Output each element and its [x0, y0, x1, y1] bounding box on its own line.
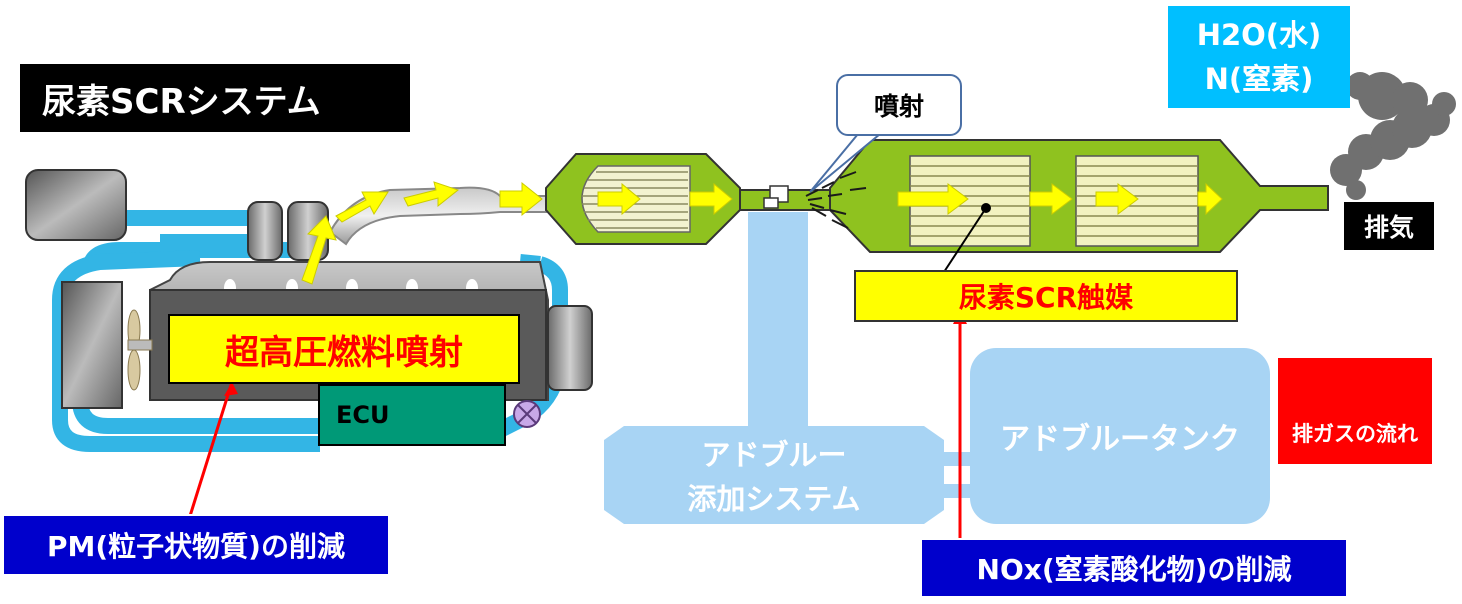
urea-injector-icon [763, 185, 789, 209]
exhaust-flow-arrows [301, 181, 1223, 285]
nox-reduction-label: NOx(窒素酸化物)の削減 [920, 538, 1348, 598]
adblue-tank: アドブルータンク [970, 348, 1270, 524]
diagram-title: 尿素SCRシステム [20, 64, 410, 132]
product-water-label: H2O(水) [1196, 18, 1322, 52]
adblue-feed-line [748, 212, 808, 432]
ecu-label: ECU [318, 384, 506, 446]
fuel-injection-label: 超高圧燃料噴射 [168, 314, 520, 384]
spray-callout: 噴射 [836, 74, 962, 136]
alternator [547, 305, 593, 391]
emission-products-box: H2O(水) N(窒素) [1168, 6, 1350, 108]
adblue-system-line2: 添加システム [687, 482, 861, 516]
legend-label: 排ガスの流れ [1292, 422, 1418, 446]
adblue-dosing-unit [604, 426, 944, 524]
intercooler-block [25, 169, 127, 241]
scr-catalyst-block-2 [1075, 155, 1199, 247]
adblue-system-line1: アドブルー [701, 438, 847, 472]
adblue-connector-upper [944, 452, 972, 466]
product-nitrogen-label: N(窒素) [1204, 62, 1314, 96]
pm-reduction-label: PM(粒子状物質)の削減 [2, 514, 390, 576]
urea-spray [805, 171, 867, 229]
radiator [61, 281, 123, 409]
adblue-connector-lower [944, 484, 972, 498]
turbo-compressor [247, 201, 283, 261]
exhaust-smoke-icon [1330, 72, 1456, 200]
fan-icon [127, 309, 153, 391]
scr-catalyst-label: 尿素SCR触媒 [854, 270, 1238, 322]
adblue-system-label: アドブルー 添加システム [604, 430, 944, 524]
flow-legend: 排ガスの流れ [1278, 358, 1432, 464]
valve-icon [513, 400, 541, 428]
exhaust-label: 排気 [1344, 202, 1434, 250]
